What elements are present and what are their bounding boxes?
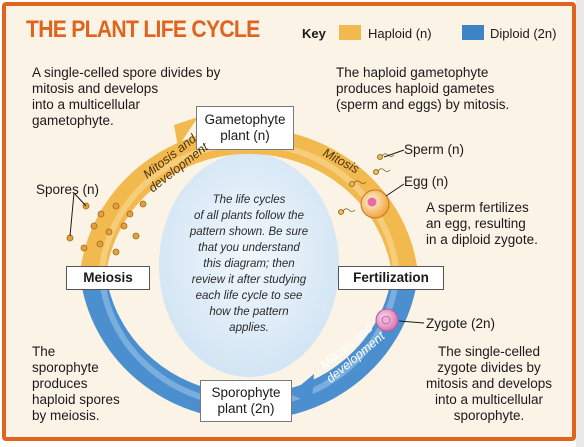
diploid-swatch xyxy=(462,25,484,40)
key-diploid: Diploid (2n) xyxy=(490,26,556,41)
page-edge xyxy=(576,0,584,447)
key-haploid: Haploid (n) xyxy=(368,26,432,41)
egg-nucleus xyxy=(368,198,377,207)
egg-label: Egg (n) xyxy=(404,174,448,190)
spores-label: Spores (n) xyxy=(36,182,99,198)
meiosis-box: Meiosis xyxy=(66,266,150,290)
center-note: The life cycles of all plants follow the… xyxy=(169,192,329,336)
key-label: Key xyxy=(302,26,326,41)
fertilization-description: A sperm fertilizes an egg, resulting in … xyxy=(426,200,576,248)
sperm-leader xyxy=(384,150,404,157)
sperm-label: Sperm (n) xyxy=(404,142,464,158)
haploid-swatch xyxy=(339,25,361,40)
sporophyte-box: Sporophyte plant (2n) xyxy=(200,380,292,422)
zygote-description: The single-celled zygote divides by mito… xyxy=(404,344,574,424)
figure-panel: THE PLANT LIFE CYCLE Key Haploid (n) Dip… xyxy=(2,2,576,441)
sporophyte-description: The sporophyte produces haploid spores b… xyxy=(32,344,142,424)
fertilization-box: Fertilization xyxy=(338,266,444,290)
zygote-label: Zygote (2n) xyxy=(426,316,495,332)
gametophyte-description: The haploid gametophyte produces haploid… xyxy=(336,65,576,113)
figure-title: THE PLANT LIFE CYCLE xyxy=(26,16,260,44)
egg-leader xyxy=(386,184,404,196)
spores-leader-2 xyxy=(70,193,74,236)
